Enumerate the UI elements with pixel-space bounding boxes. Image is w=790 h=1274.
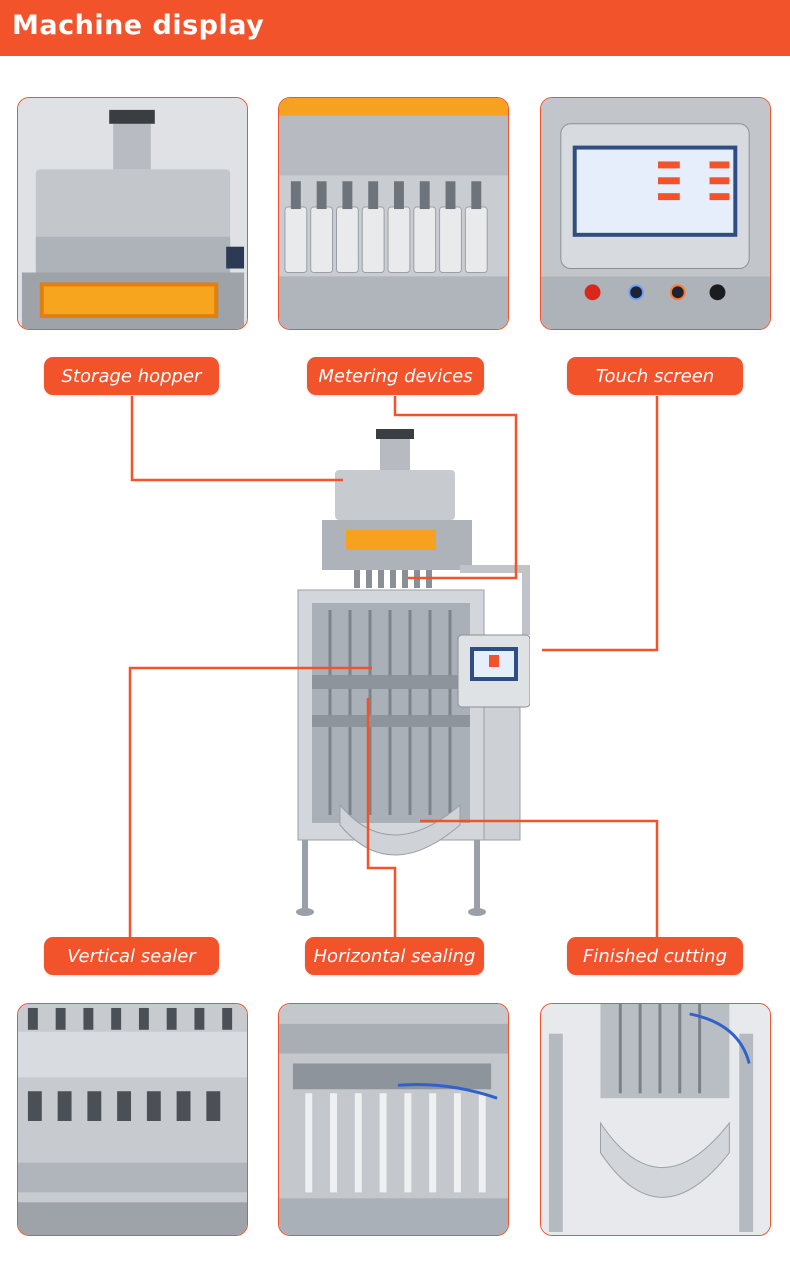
vertical-sealer-label: Vertical sealer xyxy=(44,937,219,975)
finished-cutting-label: Finished cutting xyxy=(567,937,743,975)
horizontal-sealing-photo xyxy=(278,1003,509,1236)
touch-screen-photo xyxy=(540,97,771,330)
finished-cutting-photo xyxy=(540,1003,771,1236)
metering-devices-label: Metering devices xyxy=(307,357,484,395)
horizontal-sealing-label: Horizontal sealing xyxy=(305,937,484,975)
packaging-machine-image xyxy=(290,425,531,925)
storage-hopper-photo xyxy=(17,97,248,330)
metering-devices-photo xyxy=(278,97,509,330)
touch-screen-label: Touch screen xyxy=(567,357,743,395)
page-title: Machine display xyxy=(12,10,265,41)
storage-hopper-label: Storage hopper xyxy=(44,357,219,395)
vertical-sealer-photo xyxy=(17,1003,248,1236)
header-bar: Machine display xyxy=(0,0,790,56)
